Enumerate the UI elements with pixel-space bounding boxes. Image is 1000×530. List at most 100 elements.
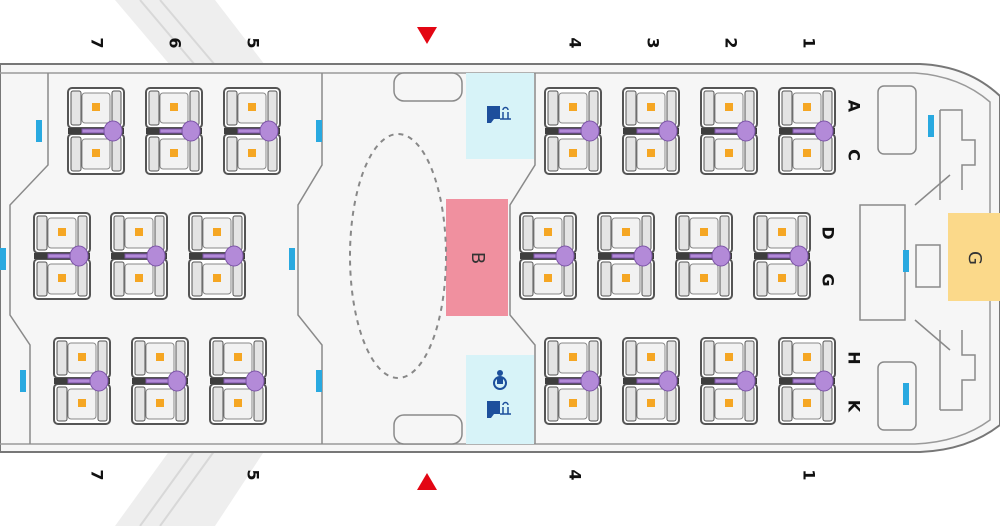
seat-pair-aft-top-2[interactable] [223,87,281,175]
row-number-top-3: 3 [644,37,663,48]
seat[interactable] [110,258,168,300]
seat-light [647,149,655,157]
seat-light [803,103,811,111]
seat[interactable] [223,87,281,129]
seat-light [78,399,86,407]
window-marker [316,120,322,142]
seat[interactable] [67,87,125,129]
seat-light [544,228,552,236]
seat[interactable] [675,212,733,254]
seat-pair-fwd-mid-1[interactable] [597,212,655,300]
seat[interactable] [778,383,836,425]
seat-console [145,370,187,392]
seat-light [156,399,164,407]
seat[interactable] [675,258,733,300]
seat[interactable] [622,337,680,379]
seat[interactable] [778,337,836,379]
seat[interactable] [778,87,836,129]
seat[interactable] [131,337,189,379]
seat[interactable] [53,337,111,379]
seat-pair-aft-mid-2[interactable] [188,212,246,300]
seat-letter-h: H [845,351,864,364]
seat[interactable] [700,383,758,425]
seat-pair-fwd-mid-0[interactable] [519,212,577,300]
seat[interactable] [145,87,203,129]
seat-pair-aft-bot-0[interactable] [53,337,111,425]
seat-console [159,120,201,142]
seat[interactable] [544,337,602,379]
seat-light [778,274,786,282]
seat-letter-c: C [845,149,864,161]
seat-pair-fwd-top-3[interactable] [778,87,836,175]
seat-pair-aft-mid-1[interactable] [110,212,168,300]
seat[interactable] [597,258,655,300]
seat-light [700,228,708,236]
window-marker [903,250,909,272]
seat-pair-fwd-bot-0[interactable] [544,337,602,425]
seat-light [58,274,66,282]
seat[interactable] [209,337,267,379]
seat-console [47,245,89,267]
seat[interactable] [188,212,246,254]
seat[interactable] [622,133,680,175]
seat[interactable] [519,258,577,300]
door-alcove-top [393,72,463,102]
galley-label: B [467,252,488,264]
seat-pair-fwd-top-0[interactable] [544,87,602,175]
row-number-top-2: 2 [722,37,741,48]
row-number-top-5: 5 [244,37,263,48]
seat[interactable] [544,87,602,129]
seat[interactable] [53,383,111,425]
seat-pair-fwd-mid-2[interactable] [675,212,733,300]
seats-layer [33,87,836,425]
seat[interactable] [110,212,168,254]
seat[interactable] [223,133,281,175]
seat[interactable] [700,337,758,379]
seat-pair-aft-top-0[interactable] [67,87,125,175]
seat[interactable] [131,383,189,425]
seat-pair-fwd-bot-2[interactable] [700,337,758,425]
seat[interactable] [544,133,602,175]
seat-pair-fwd-bot-3[interactable] [778,337,836,425]
seat-pair-aft-bot-1[interactable] [131,337,189,425]
seat-light [234,353,242,361]
seat[interactable] [700,87,758,129]
seat-console [223,370,265,392]
seat[interactable] [622,383,680,425]
seat-pair-fwd-top-1[interactable] [622,87,680,175]
seat-pair-fwd-mid-3[interactable] [753,212,811,300]
seat[interactable] [67,133,125,175]
seat[interactable] [597,212,655,254]
seat-light [725,399,733,407]
seat-light [92,103,100,111]
seat-console [237,120,279,142]
seat[interactable] [753,212,811,254]
seat-pair-fwd-bot-1[interactable] [622,337,680,425]
seat-console [67,370,109,392]
row-number-bottom-4: 4 [566,469,585,480]
seat-pair-aft-top-1[interactable] [145,87,203,175]
seat-letter-a: A [845,100,864,113]
seat-console [689,245,731,267]
wing-top [115,0,265,66]
accessible-lavatory-icon [493,370,507,390]
seat-console [636,370,678,392]
seat-pair-aft-mid-0[interactable] [33,212,91,300]
seat-light [778,228,786,236]
seat-light [622,274,630,282]
seat[interactable] [145,133,203,175]
seat-console [202,245,244,267]
seat-letter-g: G [819,273,838,286]
seat-pair-aft-bot-2[interactable] [209,337,267,425]
seat[interactable] [188,258,246,300]
seat-pair-fwd-top-2[interactable] [700,87,758,175]
seat[interactable] [622,87,680,129]
seat-light [78,353,86,361]
seat-light [569,149,577,157]
seat-console [767,245,809,267]
seat[interactable] [778,133,836,175]
lavatory-bottom [466,355,534,444]
seat[interactable] [209,383,267,425]
seat-console [792,120,834,142]
